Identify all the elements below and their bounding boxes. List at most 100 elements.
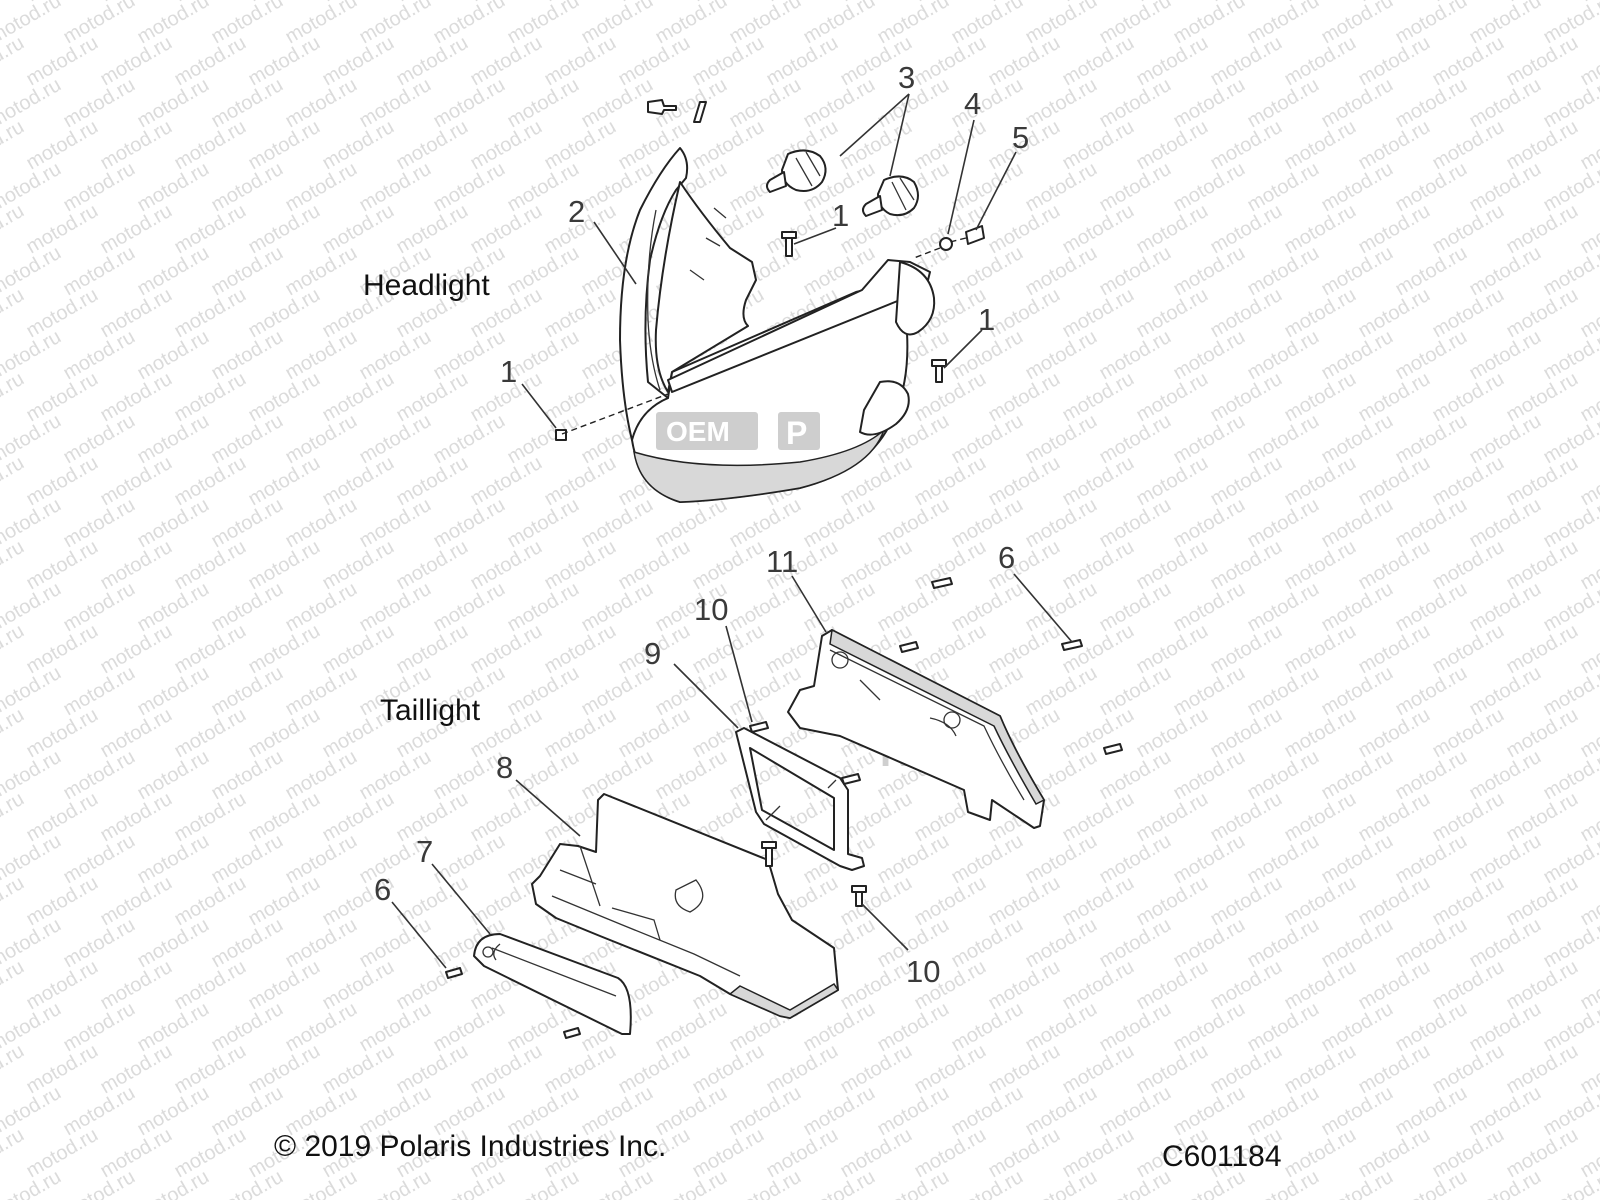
leader-10-top — [725, 625, 753, 723]
watermark-text: motod.ru — [0, 788, 28, 847]
watermark-text: motod.ru — [0, 704, 28, 763]
callout-4: 4 — [964, 86, 981, 121]
callout-11: 11 — [766, 544, 798, 579]
watermark-text: motod.ru — [319, 368, 398, 427]
watermark-text: motod.ru — [948, 998, 1027, 1057]
screw-6-top-2 — [899, 641, 919, 653]
watermark-text: motod.ru — [911, 32, 990, 91]
watermark-text: motod.ru — [1429, 788, 1508, 847]
watermark-text: motod.ru — [245, 32, 324, 91]
section-label-taillight: Taillight — [380, 694, 481, 727]
watermark-text: motod.ru — [97, 536, 176, 595]
watermark-text: motod.ru — [1022, 914, 1101, 973]
watermark-text: motod.ru — [356, 0, 435, 48]
watermark-text: motod.ru — [541, 284, 620, 343]
watermark-text: motod.ru — [393, 872, 472, 931]
watermark-text: motod.ru — [1503, 788, 1582, 847]
watermark-text: motod.ru — [985, 956, 1064, 1015]
watermark-text: motod.ru — [1281, 368, 1360, 427]
watermark-text: motod.ru — [1281, 32, 1360, 91]
watermark-text: motod.ru — [208, 914, 287, 973]
watermark-text: motod.ru — [467, 200, 546, 259]
top-clip — [693, 101, 707, 123]
watermark-text: motod.ru — [356, 914, 435, 973]
watermark-text: motod.ru — [1207, 32, 1286, 91]
watermark-text: motod.ru — [134, 0, 213, 48]
watermark-text: motod.ru — [245, 452, 324, 511]
watermark-text: motod.ru — [0, 1124, 28, 1183]
copyright-notice: © 2019 Polaris Industries Inc. — [274, 1130, 666, 1163]
watermark-text: motod.ru — [1244, 242, 1323, 301]
watermark-text: motod.ru — [1281, 116, 1360, 175]
watermark-text: motod.ru — [1503, 956, 1582, 1015]
watermark-text: motod.ru — [800, 494, 879, 553]
watermark-text: motod.ru — [97, 116, 176, 175]
taillight-housing-shade — [829, 628, 1046, 805]
watermark-text: motod.ru — [282, 242, 361, 301]
leader-1-left — [521, 383, 557, 429]
watermark-text: motod.ru — [282, 830, 361, 889]
watermark-text: motod.ru — [60, 1166, 139, 1200]
watermark-text: motod.ru — [60, 830, 139, 889]
leader-1-right — [943, 329, 983, 369]
watermark-text: motod.ru — [430, 998, 509, 1057]
watermark-text: motod.ru — [1392, 0, 1471, 48]
watermark-text: motod.ru — [0, 368, 28, 427]
watermark-text: motod.ru — [578, 578, 657, 637]
watermark-text: motod.ru — [504, 242, 583, 301]
watermark-text: motod.ru — [800, 1166, 879, 1200]
watermark-text: motod.ru — [1429, 284, 1508, 343]
logo-oem-text: OEM — [666, 416, 730, 447]
watermark-text: motod.ru — [911, 1124, 990, 1183]
watermark-text: motod.ru — [1392, 494, 1471, 553]
watermark-text: motod.ru — [1096, 242, 1175, 301]
watermark-text: motod.ru — [1281, 704, 1360, 763]
taillight-mount — [531, 793, 839, 1019]
watermark-text: motod.ru — [60, 0, 139, 48]
watermark-text: motod.ru — [1392, 662, 1471, 721]
watermark-text: motod.ru — [1133, 788, 1212, 847]
watermark-text: motod.ru — [245, 872, 324, 931]
housing-detail — [829, 649, 1025, 801]
watermark-text: motod.ru — [60, 662, 139, 721]
callout-1-right: 1 — [978, 302, 995, 337]
watermark-text: motod.ru — [23, 1124, 102, 1183]
watermark-text: motod.ru — [911, 1040, 990, 1099]
watermark-text: motod.ru — [467, 32, 546, 91]
leader-lines — [391, 93, 1073, 969]
screw-6-bottom — [563, 1027, 581, 1039]
watermark-text: motod.ru — [763, 32, 842, 91]
watermark-text: motod.ru — [1466, 662, 1545, 721]
watermark-text: motod.ru — [134, 494, 213, 553]
watermark-text: motod.ru — [504, 578, 583, 637]
watermark-text: motod.ru — [282, 410, 361, 469]
watermark-text: motod.ru — [1429, 116, 1508, 175]
housing-boss-2 — [943, 711, 961, 729]
leader-2 — [593, 221, 637, 285]
watermark-text: motod.ru — [1355, 200, 1434, 259]
watermark-text: motod.ru — [504, 494, 583, 553]
callout-10-top: 10 — [694, 592, 728, 627]
watermark-text: motod.ru — [1503, 536, 1582, 595]
watermark-text: motod.ru — [1059, 32, 1138, 91]
screw-10-lower — [761, 841, 777, 867]
watermark-text: motod.ru — [282, 662, 361, 721]
watermark-text: motod.ru — [1318, 578, 1397, 637]
watermark-text: motod.ru — [1059, 1040, 1138, 1099]
callout-1-left: 1 — [500, 354, 517, 389]
watermark-text: motod.ru — [0, 32, 28, 91]
watermark-text: motod.ru — [208, 578, 287, 637]
watermark-text: motod.ru — [23, 956, 102, 1015]
watermark-text: motod.ru — [911, 872, 990, 931]
lens-detail — [491, 943, 617, 997]
watermark-text: motod.ru — [985, 1124, 1064, 1183]
watermark-text: motod.ru — [1022, 830, 1101, 889]
watermark-text: motod.ru — [134, 998, 213, 1057]
watermark-text: motod.ru — [985, 1040, 1064, 1099]
watermark-text: motod.ru — [652, 746, 731, 805]
watermark-text: motod.ru — [689, 536, 768, 595]
watermark-text: motod.ru — [171, 368, 250, 427]
watermark-text: motod.ru — [356, 494, 435, 553]
watermark-text: motod.ru — [23, 368, 102, 427]
